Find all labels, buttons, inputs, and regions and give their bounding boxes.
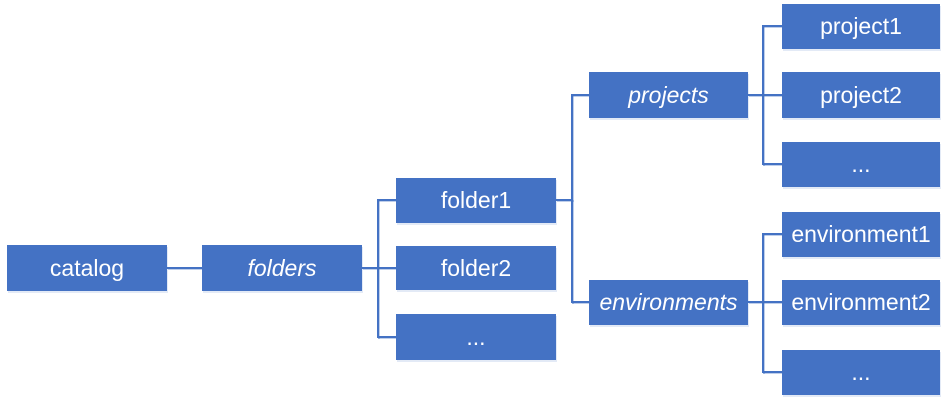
node-environment2: environment2 xyxy=(782,280,940,325)
node-project2: project2 xyxy=(782,72,940,118)
connector-folder1-environments xyxy=(571,301,589,303)
connector-folder1-trunk xyxy=(571,94,573,303)
connector-environments-trunk xyxy=(762,233,764,373)
connector-folder1-projects xyxy=(571,94,589,96)
connector-projects-project1 xyxy=(762,25,782,27)
node-folder-ellipsis: ... xyxy=(396,314,556,360)
connector-projects-trunk xyxy=(762,25,764,165)
node-environment-ellipsis: ... xyxy=(782,350,940,395)
connector-folders-folder2 xyxy=(362,267,396,269)
node-projects: projects xyxy=(589,72,748,118)
node-project-ellipsis: ... xyxy=(782,142,940,187)
connector-environments-environment2 xyxy=(748,301,782,303)
connector-catalog-folders xyxy=(167,267,202,269)
node-folder2: folder2 xyxy=(396,246,556,290)
node-folders: folders xyxy=(202,245,362,291)
node-folder1: folder1 xyxy=(396,178,556,223)
connector-environments-environment-more xyxy=(762,371,782,373)
node-project1: project1 xyxy=(782,4,940,49)
node-catalog: catalog xyxy=(7,245,167,291)
connector-folders-trunk xyxy=(377,199,379,338)
connector-projects-project-more xyxy=(762,163,782,165)
node-environments: environments xyxy=(589,280,748,325)
connector-projects-project2 xyxy=(748,94,782,96)
connector-folder1-branch xyxy=(556,199,573,201)
node-environment1: environment1 xyxy=(782,212,940,257)
connector-folders-folder-more xyxy=(377,336,396,338)
connector-environments-environment1 xyxy=(762,233,782,235)
connector-folders-folder1 xyxy=(377,199,396,201)
